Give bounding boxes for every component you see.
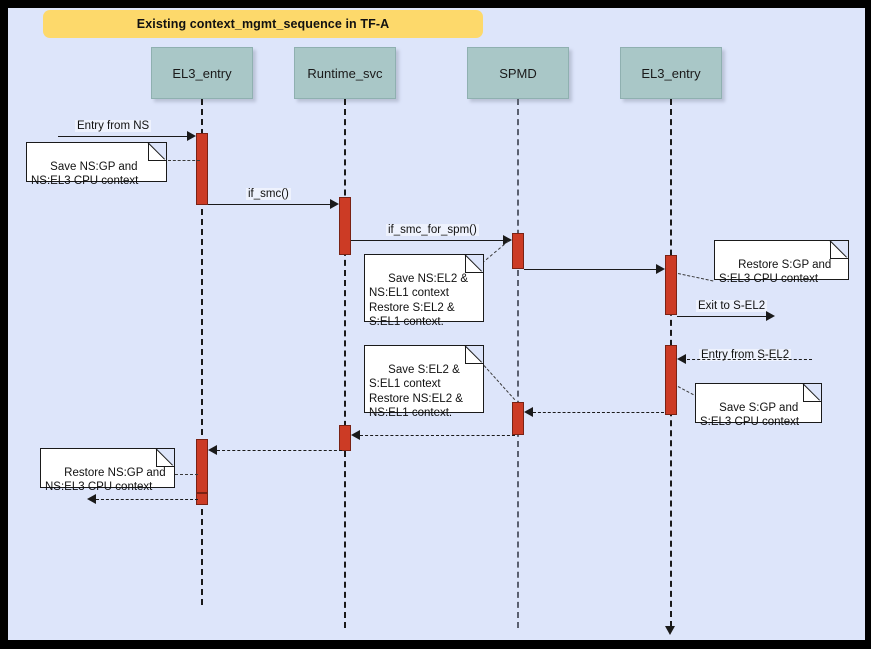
message-label-entry-from-ns: Entry from NS [75, 120, 152, 132]
note-fold-corner-icon [465, 255, 483, 273]
message-line-entry-from-s-el2 [687, 359, 812, 360]
lifeline-runtime-svc [344, 99, 346, 628]
note-text: Restore S:GP and S:EL3 CPU context [719, 258, 832, 286]
message-arrowhead-el3-entry-ns-exit [87, 494, 96, 504]
note-text: Save S:GP and S:EL3 CPU context [700, 401, 800, 429]
message-arrowhead-spmd-to-el3-entry-s [656, 264, 665, 274]
message-arrowhead-if-smc-for-spm [503, 235, 512, 245]
lifeline-head-el3-entry-s[interactable]: EL3_entry [620, 47, 722, 99]
note-fold-corner-icon [465, 346, 483, 364]
message-line-entry-from-ns [58, 136, 188, 137]
activation-spmd-1 [512, 233, 524, 269]
lifeline-el3-entry-ns [201, 99, 203, 605]
message-line-spmd-to-runtime-svc [360, 435, 515, 436]
lifeline-head-label: SPMD [499, 65, 537, 81]
message-line-spmd-to-el3-entry-s [524, 269, 657, 270]
activation-el3-entry-ns-2 [196, 439, 208, 493]
note-fold-corner-icon [830, 241, 848, 259]
lifeline-head-runtime-svc[interactable]: Runtime_svc [294, 47, 396, 99]
note-connector-1 [168, 160, 200, 161]
note-text: Save S:EL2 & S:EL1 context Restore NS:EL… [369, 363, 463, 420]
diagram-title-banner: Existing context_mgmt_sequence in TF-A [43, 10, 483, 38]
note-text: Save NS:EL2 & NS:EL1 context Restore S:E… [369, 272, 469, 329]
message-line-exit-to-s-el2 [677, 316, 767, 317]
note-save-s-gp: Save S:GP and S:EL3 CPU context [695, 383, 822, 428]
message-label-entry-from-s-el2: Entry from S-EL2 [699, 349, 792, 361]
message-line-if-smc [208, 204, 331, 205]
message-line-el3-entry-ns-exit [96, 499, 198, 500]
message-line-runtime-svc-to-el3-entry-ns [217, 450, 342, 451]
message-arrowhead-spmd-to-runtime-svc [351, 430, 360, 440]
note-fold-corner-icon [148, 143, 166, 161]
message-arrowhead-entry-from-ns [187, 131, 196, 141]
note-fold-corner-icon [803, 384, 821, 402]
note-text: Restore NS:GP and NS:EL3 CPU context [45, 466, 166, 494]
activation-spmd-2 [512, 402, 524, 435]
note-restore-s-gp: Restore S:GP and S:EL3 CPU context [714, 240, 849, 285]
activation-el3-entry-ns-1 [196, 133, 208, 205]
note-save-ns-gp: Save NS:GP and NS:EL3 CPU context [26, 142, 167, 187]
message-arrowhead-exit-to-s-el2 [766, 311, 775, 321]
message-arrowhead-if-smc [330, 199, 339, 209]
note-fold-corner-icon [156, 449, 174, 467]
message-label-if-smc-for-spm: if_smc_for_spm() [386, 224, 479, 236]
lifeline-head-spmd[interactable]: SPMD [467, 47, 569, 99]
message-line-el3-entry-s-to-spmd [533, 412, 664, 413]
message-label-exit-to-s-el2: Exit to S-EL2 [696, 300, 768, 312]
note-text: Save NS:GP and NS:EL3 CPU context [31, 160, 139, 188]
activation-runtime-svc-2 [339, 425, 351, 451]
message-arrowhead-runtime-svc-to-el3-entry-ns [208, 445, 217, 455]
lifeline-head-el3-entry-ns[interactable]: EL3_entry [151, 47, 253, 99]
note-save-s-el2: Save S:EL2 & S:EL1 context Restore NS:EL… [364, 345, 484, 419]
lifeline-spmd [517, 99, 519, 628]
lifeline-head-label: EL3_entry [172, 65, 232, 81]
message-label-if-smc: if_smc() [246, 188, 291, 200]
note-connector-4 [483, 365, 516, 401]
activation-el3-entry-s-1 [665, 255, 677, 315]
message-arrowhead-el3-entry-s-to-spmd [524, 407, 533, 417]
sequence-diagram: Existing context_mgmt_sequence in TF-A E… [8, 8, 865, 640]
activation-el3-entry-s-2 [665, 345, 677, 415]
message-arrowhead-entry-from-s-el2 [677, 354, 686, 364]
lifeline-head-label: Runtime_svc [307, 65, 383, 81]
lifeline-el3-entry-s-terminator-icon [665, 626, 675, 635]
activation-runtime-svc-1 [339, 197, 351, 255]
note-restore-ns-gp: Restore NS:GP and NS:EL3 CPU context [40, 448, 175, 493]
note-save-ns-el2: Save NS:EL2 & NS:EL1 context Restore S:E… [364, 254, 484, 328]
note-connector-3 [677, 273, 714, 282]
note-connector-6 [170, 474, 198, 475]
message-line-if-smc-for-spm [351, 240, 504, 241]
lifeline-head-label: EL3_entry [641, 65, 701, 81]
